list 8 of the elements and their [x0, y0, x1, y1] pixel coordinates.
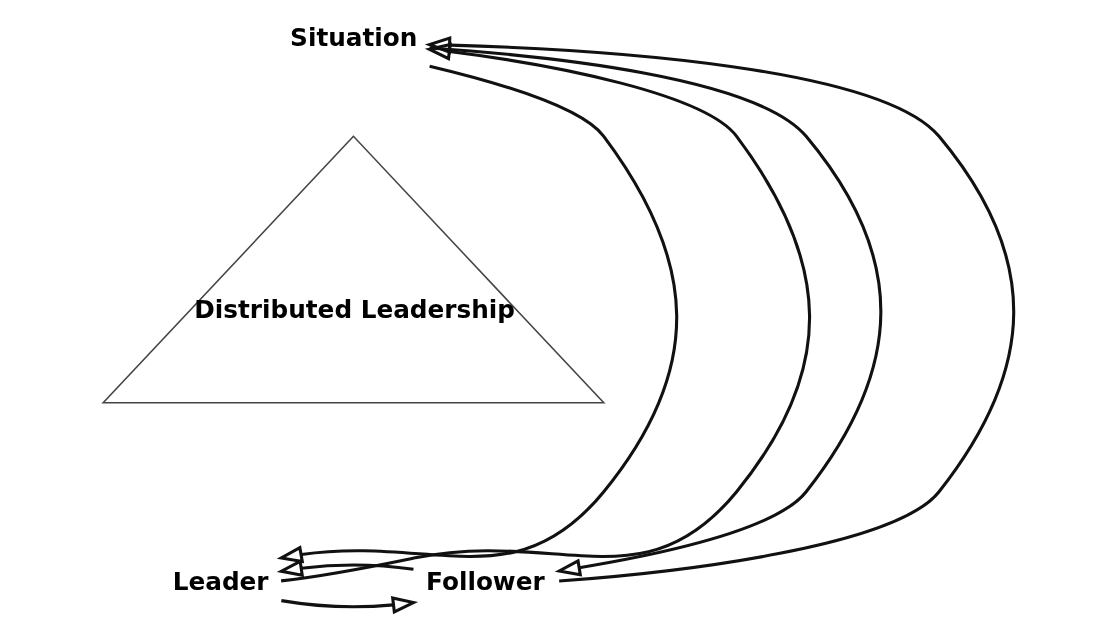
node-text: Follower: [425, 567, 545, 597]
arrow: [276, 558, 414, 578]
node-text: Leader: [172, 567, 269, 597]
arrow: [424, 35, 1015, 583]
arrow: [276, 64, 678, 564]
arrow: [280, 42, 811, 583]
node-text: Situation: [289, 23, 417, 53]
arrow: [280, 595, 418, 615]
